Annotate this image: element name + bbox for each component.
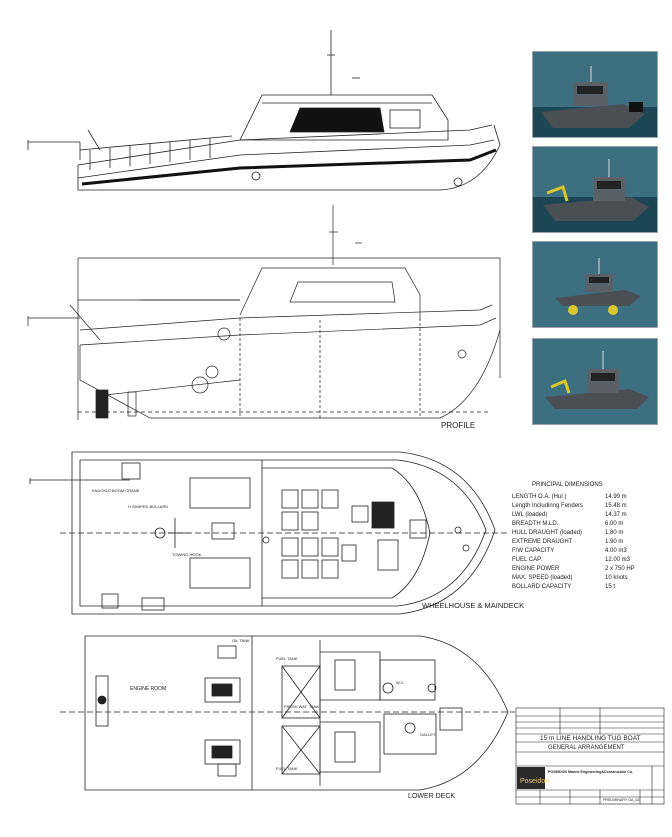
company-logo	[517, 767, 545, 789]
freshwater-tank-note: FRESH WAT. TANK	[284, 704, 320, 709]
dim-value: 14.99 m	[605, 494, 627, 500]
dim-value: 1.80 m	[605, 530, 623, 536]
engine-room-note: ENGINE ROOM	[130, 686, 166, 692]
wc-note: W.C.	[396, 680, 405, 685]
dim-label: Length Includinng Fenders	[512, 503, 583, 509]
dim-value: 6.00 m	[605, 521, 623, 527]
drawing-title: GENERAL ARRANGEMENT	[548, 745, 625, 751]
dim-value: 15.48 m	[605, 503, 627, 509]
dim-label: LWL (loaded)	[512, 512, 547, 518]
company-name: POSEIDON Marine Engineering&Construction…	[548, 770, 633, 774]
principal-dimensions-heading: PRINCIPAL DIMENSIONS	[532, 482, 603, 488]
dim-value: 14.37 m	[605, 512, 627, 518]
dim-value: 2 x 750 HP	[605, 566, 635, 572]
fuel-tank-stbd-note: FUEL TANK	[276, 766, 298, 771]
dim-value: 10 knots	[605, 575, 628, 581]
lowerdeck-notes: ENGINE ROOM FUEL TANK FUEL TANK FRESH WA…	[130, 638, 436, 771]
towing-hook-note: TOWING HOOK	[172, 552, 202, 557]
project-title: 15 m LINE HANDLING TUG BOAT	[540, 735, 641, 742]
maindeck-plan-view	[29, 451, 510, 615]
dim-label: MAX. SPEED (loaded)	[512, 575, 572, 581]
dim-value: 4.00 m3	[605, 548, 627, 554]
dim-value: 15 t	[605, 584, 615, 590]
render-view-2	[532, 146, 658, 233]
maindeck-view-label: WHEELHOUSE & MAINDECK	[422, 601, 524, 610]
company-logo-text: Poseidon	[520, 778, 549, 785]
title-block	[515, 707, 665, 805]
profile-view-label: PROFILE	[441, 421, 475, 430]
render-view-4	[532, 338, 658, 425]
render-view-3	[532, 241, 658, 328]
galley-note: GALLEY	[420, 732, 436, 737]
dim-label: F/W CAPACITY	[512, 548, 554, 554]
exterior-profile-view	[27, 30, 501, 191]
render-view-1	[532, 51, 658, 138]
h-bollard-note: H SHAPED BOLLARD	[128, 504, 168, 509]
principal-dimensions-table: PRINCIPAL DIMENSIONS LENGTH O.A. (Hul ) …	[512, 482, 635, 590]
dim-value: 1.90 m	[605, 539, 623, 545]
lowerdeck-view-label: LOWER DECK	[408, 793, 455, 800]
section-profile-view	[27, 205, 501, 420]
fuel-tank-port-note: FUEL TANK	[276, 656, 298, 661]
dim-label: HULL DRAUGHT (loaded)	[512, 530, 582, 536]
dim-label: BOLLARD CAPACITY	[512, 584, 571, 590]
dim-value: 12.00 m3	[605, 557, 631, 563]
dim-label: BREADTH M.LD.	[512, 521, 559, 527]
dim-label: EXTREME DRAUGHT	[512, 539, 573, 545]
drawing-number: PRELIMINARY GA_03	[603, 798, 639, 802]
dim-label: ENGINE POWER	[512, 566, 560, 572]
lowerdeck-plan-view	[60, 635, 515, 791]
maindeck-notes: KNUCKLE BOOM CRANE H SHAPED BOLLARD TOWI…	[92, 488, 202, 557]
dim-label: LENGTH O.A. (Hul )	[512, 494, 566, 500]
dim-label: FUEL CAP.	[512, 557, 542, 563]
oil-tank-note: OIL TANK	[232, 638, 250, 643]
knuckle-crane-note: KNUCKLE BOOM CRANE	[92, 488, 140, 493]
